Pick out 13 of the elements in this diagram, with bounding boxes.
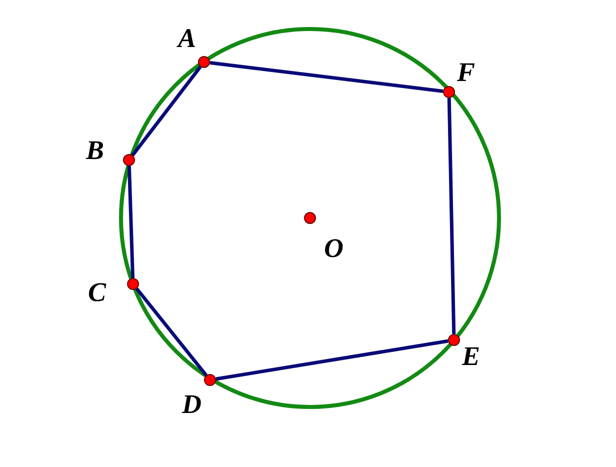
polygon-side (210, 61, 444, 93)
polygon-side (127, 166, 135, 278)
polygon-side (447, 98, 456, 334)
polygon-side (131, 66, 202, 156)
point-label: O (324, 234, 344, 262)
point-label: C (88, 278, 106, 306)
point-label: D (182, 390, 202, 418)
point-label: A (178, 24, 196, 52)
polygon-side (216, 339, 448, 381)
point-label: F (457, 58, 476, 86)
polygon-side (135, 288, 208, 376)
point-label: B (86, 136, 104, 164)
point-label: E (462, 342, 480, 370)
